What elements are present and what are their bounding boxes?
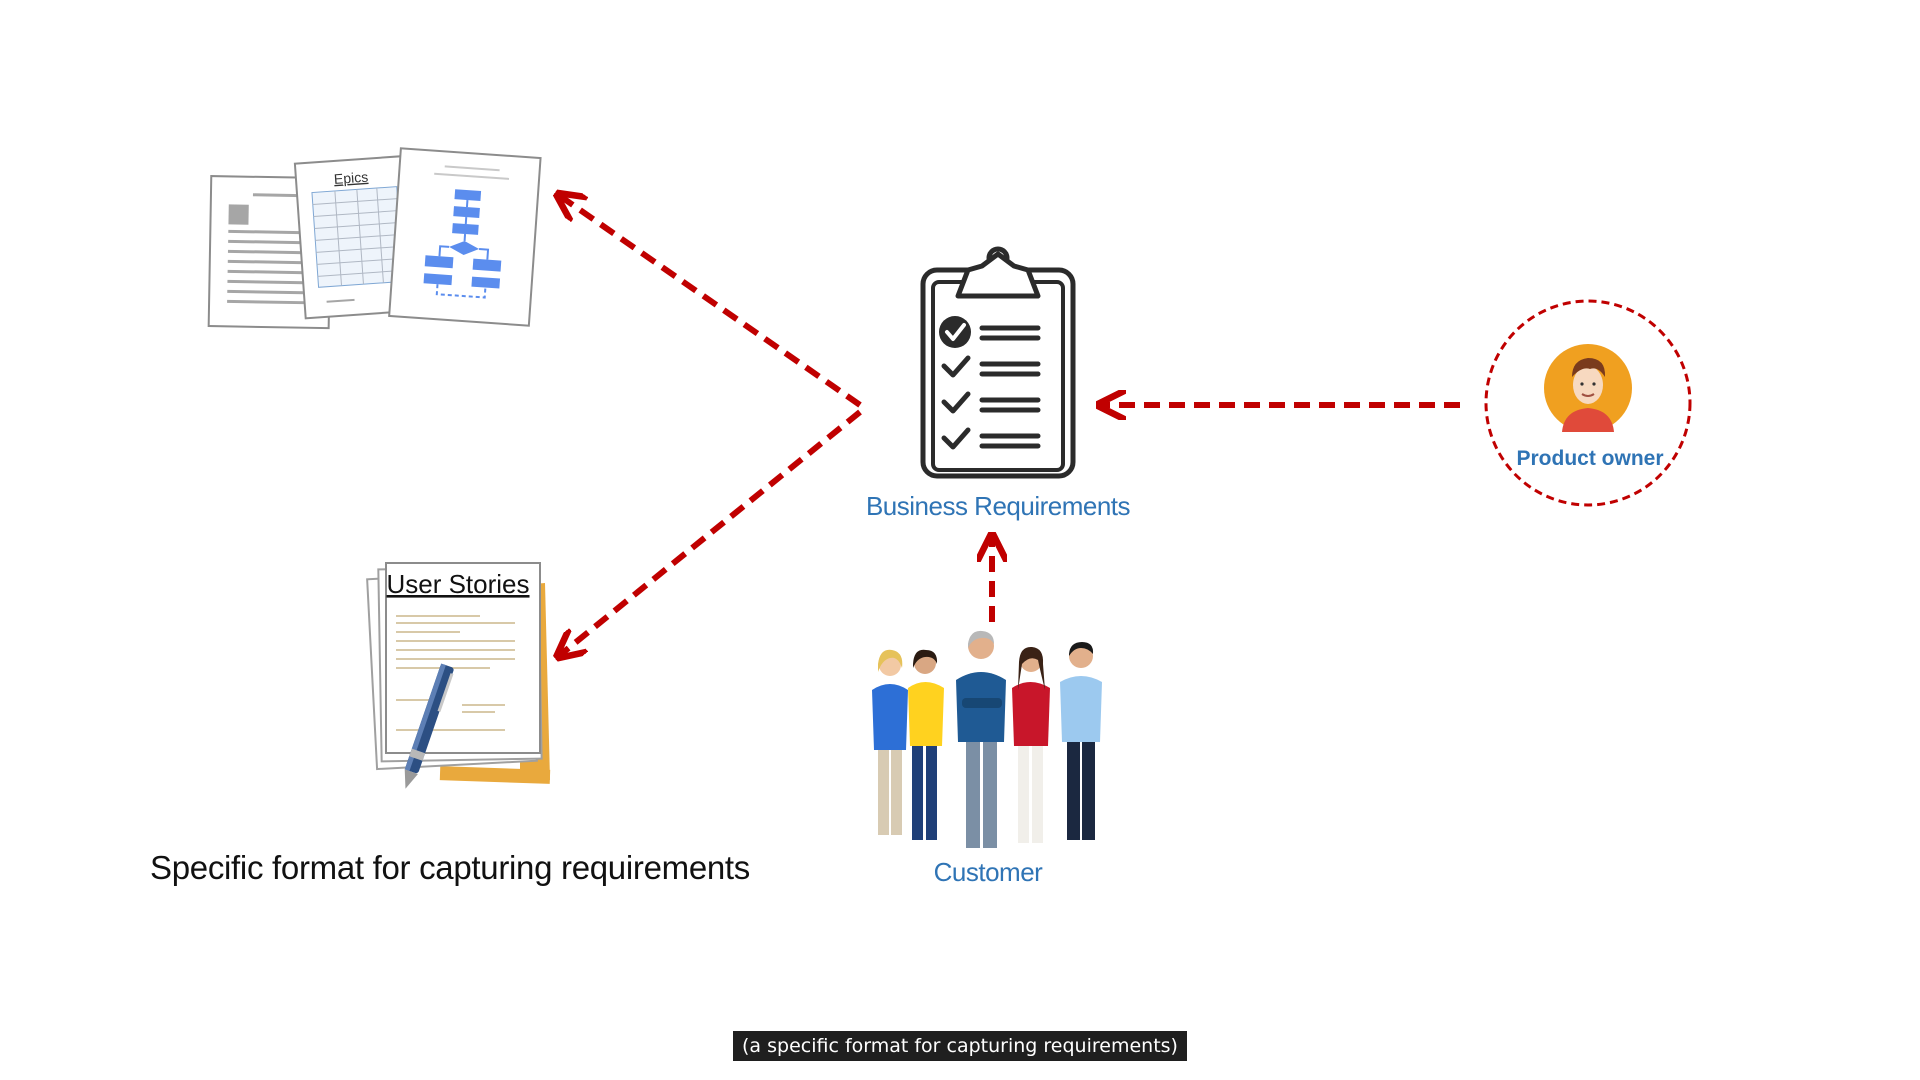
arrow-to-epics [560,196,862,408]
arrow-to-user-stories [560,409,862,655]
user-stories-icon: User Stories [366,562,551,789]
business-requirements-label: Business Requirements [866,491,1131,521]
product-owner-avatar-icon [1544,344,1632,432]
customer-label: Customer [934,857,1044,887]
product-owner-label: Product owner [1516,447,1663,470]
page-heading: Specific format for capturing requiremen… [150,849,750,886]
flowchart-icon [388,147,542,327]
customer-group-icon [872,630,1102,848]
epics-label: Epics [333,169,368,187]
documents-icon: Epics [207,147,542,330]
epics-icon: Epics [293,154,417,320]
user-stories-label: User Stories [386,569,529,599]
product-owner: Product owner [1484,299,1692,507]
subtitle-text: (a specific format for capturing require… [733,1031,1187,1061]
clipboard-checklist-icon [920,246,1076,479]
subtitle-caption: (a specific format for capturing require… [0,1031,1920,1061]
arrows [560,196,1460,655]
pen-icon [404,663,454,789]
